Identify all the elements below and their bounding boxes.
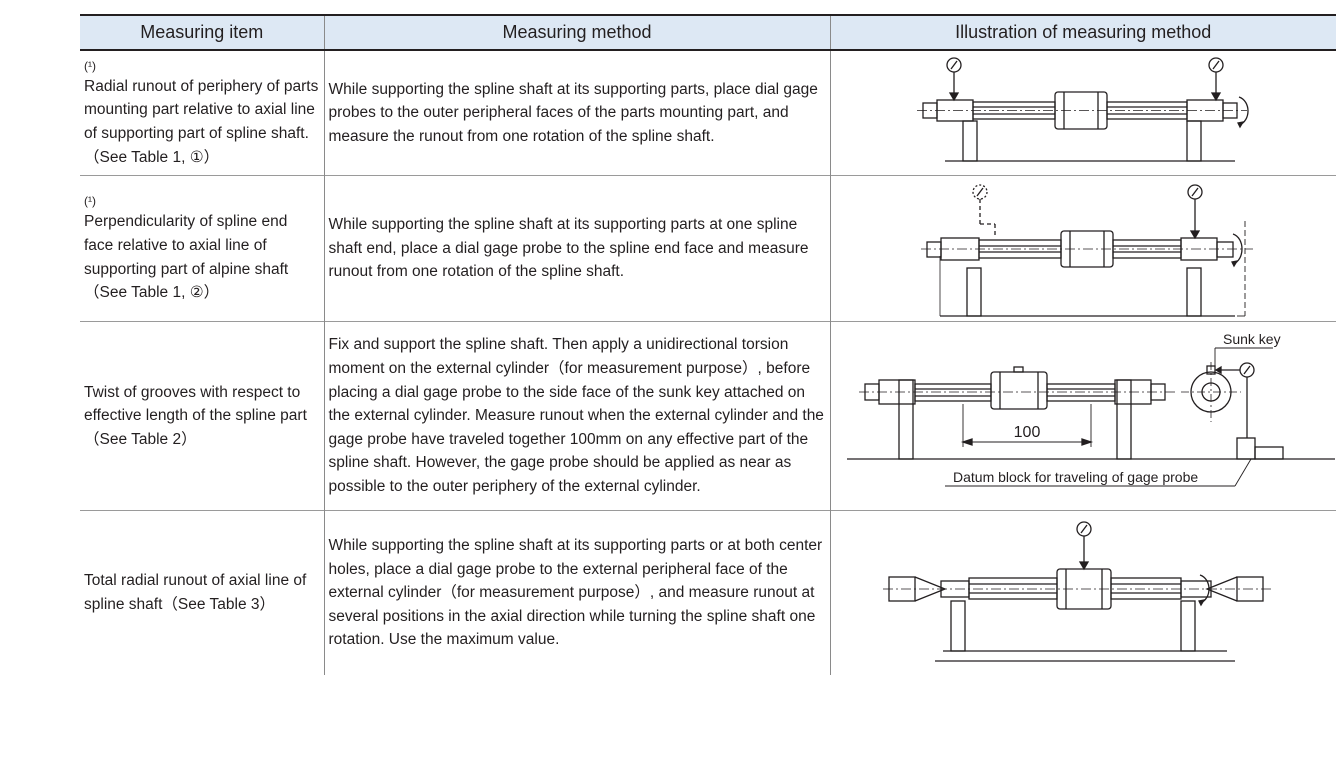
datum-block-label: Datum block for traveling of gage probe: [953, 469, 1198, 485]
measuring-table: Measuring item Measuring method Illustra…: [80, 14, 1336, 675]
measuring-item-cell: (¹) Perpendicularity of spline end face …: [80, 175, 324, 322]
table-row: Total radial runout of axial line of spl…: [80, 510, 1336, 675]
measuring-method-text: While supporting the spline shaft at its…: [323, 510, 830, 675]
illustration-perpendicularity: [920, 184, 1253, 317]
table-row: (¹) Radial runout of periphery of parts …: [80, 50, 1336, 176]
table-row: (¹) Perpendicularity of spline end face …: [80, 175, 1336, 322]
measuring-item-text: Radial runout of periphery of parts moun…: [84, 77, 319, 166]
illustration-twist: 100 Sunk key: [846, 331, 1335, 487]
illustration-radial-runout: [916, 57, 1249, 162]
dimension-label: 100: [1013, 424, 1040, 441]
measuring-item-cell: (¹) Radial runout of periphery of parts …: [80, 50, 324, 176]
measuring-method-text: While supporting the spline shaft at its…: [323, 50, 830, 176]
illustration-cell: 100 Sunk key: [829, 321, 1336, 511]
measuring-item-cell: Total radial runout of axial line of spl…: [80, 510, 324, 675]
header-measuring-method: Measuring method: [323, 14, 830, 51]
measuring-item-cell: Twist of grooves with respect to effecti…: [80, 321, 324, 511]
sunk-key-label: Sunk key: [1223, 331, 1281, 347]
measuring-item-text: Total radial runout of axial line of spl…: [84, 572, 307, 613]
measuring-item-text: Perpendicularity of spline end face rela…: [84, 213, 289, 302]
measuring-item-text: Twist of grooves with respect to effecti…: [84, 383, 307, 448]
illustration-cell: [829, 510, 1336, 675]
header-measuring-item: Measuring item: [80, 14, 324, 51]
header-illustration: Illustration of measuring method: [829, 14, 1336, 51]
header-row: Measuring item Measuring method Illustra…: [80, 14, 1336, 51]
measuring-method-text: While supporting the spline shaft at its…: [323, 175, 830, 322]
measuring-method-text: Fix and support the spline shaft. Then a…: [323, 321, 830, 511]
illustration-cell: [829, 50, 1336, 176]
illustration-total-runout: [882, 521, 1271, 662]
illustration-cell: [829, 175, 1336, 322]
footnote-marker: (¹): [84, 194, 96, 209]
footnote-marker: (¹): [84, 58, 96, 73]
table-row: Twist of grooves with respect to effecti…: [80, 321, 1336, 511]
